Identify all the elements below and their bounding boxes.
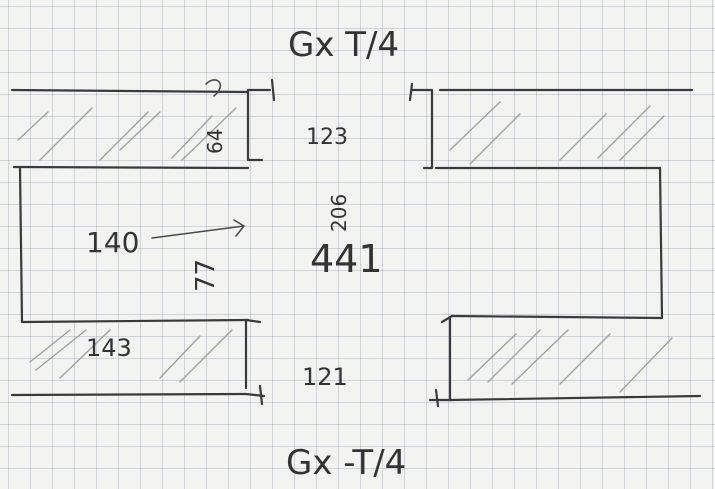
upper-right-wall (408, 82, 694, 170)
lower-right-hatching (467, 329, 673, 393)
top-mode-label: Gx T/4 (288, 25, 399, 65)
upper-left-wall (10, 78, 276, 170)
dimension-77: 77 (191, 259, 221, 292)
lower-right-wall (428, 314, 702, 408)
curved-arrow (205, 79, 222, 97)
upper-right-hatching (449, 101, 665, 165)
labels: Gx T/4 Gx -T/4 123 121 441 140 143 64 20… (86, 25, 406, 483)
bottom-mode-label: Gx -T/4 (286, 443, 406, 483)
dimension-123: 123 (306, 125, 348, 150)
dimension-121: 121 (302, 363, 348, 391)
dimension-64: 64 (203, 129, 227, 154)
dimension-206: 206 (327, 194, 351, 232)
guide-outline (18, 166, 664, 324)
dimension-arrows (151, 79, 245, 239)
lower-left-wall (10, 318, 266, 406)
lower-left-hatching (29, 329, 233, 383)
dimension-143: 143 (86, 334, 132, 362)
upper-left-hatching (17, 107, 237, 161)
dimension-140: 140 (86, 226, 139, 259)
right-arrow-head (233, 219, 245, 237)
right-arrow (151, 225, 245, 239)
center-value-441: 441 (310, 237, 383, 281)
